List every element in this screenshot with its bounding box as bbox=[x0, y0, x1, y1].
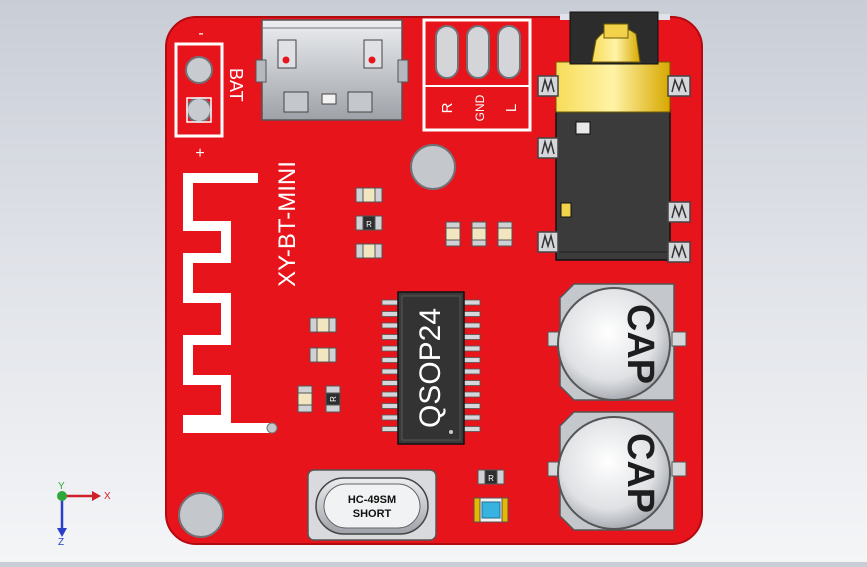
chip-pin bbox=[381, 334, 399, 340]
chip-pin bbox=[381, 391, 399, 398]
chip-pin bbox=[463, 322, 481, 329]
chip-label: QSOP24 bbox=[414, 308, 447, 428]
chip-pin bbox=[381, 345, 399, 352]
chip-pin bbox=[463, 414, 481, 421]
audio-pad-label-gnd: GND bbox=[473, 94, 487, 121]
jack-pin-marks bbox=[541, 77, 687, 259]
triad-x-label: X bbox=[104, 491, 111, 502]
resistor-mark-2: R bbox=[329, 396, 338, 402]
chip-pin bbox=[463, 391, 481, 398]
battery-plus-label: + bbox=[195, 145, 204, 162]
chip-pin bbox=[381, 380, 399, 386]
crystal-label-line1: HC-49SM bbox=[348, 494, 396, 506]
chip-pin bbox=[463, 368, 481, 375]
chip-pin bbox=[463, 311, 481, 317]
qsop24-chip bbox=[381, 291, 481, 445]
chip-pin bbox=[463, 299, 481, 306]
board-model-label: XY-BT-MINI bbox=[274, 161, 301, 287]
mounting-hole-top bbox=[410, 144, 456, 190]
micro-usb-connector bbox=[255, 19, 409, 121]
battery-connector bbox=[174, 42, 224, 138]
jack-pins bbox=[537, 75, 691, 263]
chip-pin bbox=[463, 403, 481, 409]
chip-pin bbox=[463, 357, 481, 363]
pcb-antenna bbox=[183, 173, 272, 433]
chip-pin bbox=[463, 345, 481, 352]
smd-components bbox=[297, 187, 513, 485]
crystal-label-line2: SHORT bbox=[353, 508, 392, 520]
chip-pin bbox=[381, 426, 399, 432]
chip-pin bbox=[381, 414, 399, 421]
capacitor-bottom-label: CAP bbox=[619, 433, 661, 513]
antenna-feed bbox=[266, 422, 278, 434]
triad-y-label: Y bbox=[58, 481, 65, 492]
chip-pin bbox=[381, 368, 399, 375]
audio-pad-label-r: R bbox=[439, 102, 456, 113]
chip-pin bbox=[381, 311, 399, 317]
triad-z-label: Z bbox=[58, 537, 64, 548]
chip-pin bbox=[381, 357, 399, 363]
mounting-hole-bottom bbox=[178, 492, 224, 538]
capacitor-top-label: CAP bbox=[619, 304, 661, 384]
chip-pin bbox=[381, 322, 399, 329]
resistor-mark-1: R bbox=[366, 220, 372, 229]
crystal-oscillator bbox=[307, 469, 437, 541]
capacitor-bottom bbox=[547, 411, 687, 531]
coordinate-triad bbox=[57, 491, 101, 537]
capacitor-top bbox=[547, 283, 687, 401]
battery-minus-label: - bbox=[198, 25, 203, 42]
chip-pin bbox=[463, 426, 481, 432]
audio-pads bbox=[422, 18, 532, 132]
audio-pad-label-l: L bbox=[503, 104, 520, 112]
resistor-mark-3: R bbox=[488, 474, 494, 483]
battery-label: BAT bbox=[226, 68, 246, 102]
chip-pin bbox=[381, 403, 399, 409]
chip-pin bbox=[463, 380, 481, 386]
chip-pin bbox=[463, 334, 481, 340]
chip-pin bbox=[381, 299, 399, 306]
audio-jack bbox=[555, 11, 671, 261]
status-led bbox=[473, 497, 509, 523]
